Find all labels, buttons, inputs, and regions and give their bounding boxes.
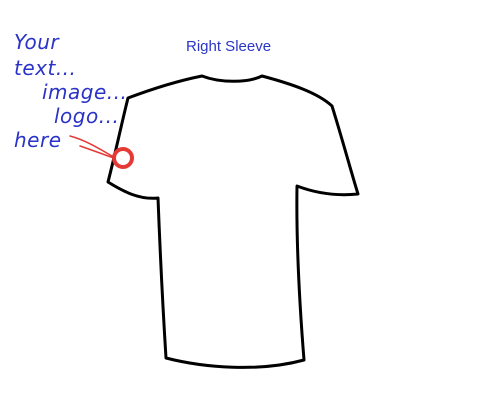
handwritten-line-1: Your (14, 30, 60, 54)
handwritten-line-5: here (14, 128, 62, 152)
page-title: Right Sleeve (186, 38, 272, 55)
squiggle-arrow-icon (69, 135, 115, 159)
handwritten-line-2: text... (14, 56, 77, 80)
handwritten-line-3: image... (42, 80, 128, 104)
tshirt-outline-icon (106, 74, 360, 369)
placement-marker-icon (112, 147, 134, 169)
handwritten-line-4: logo... (54, 104, 120, 128)
